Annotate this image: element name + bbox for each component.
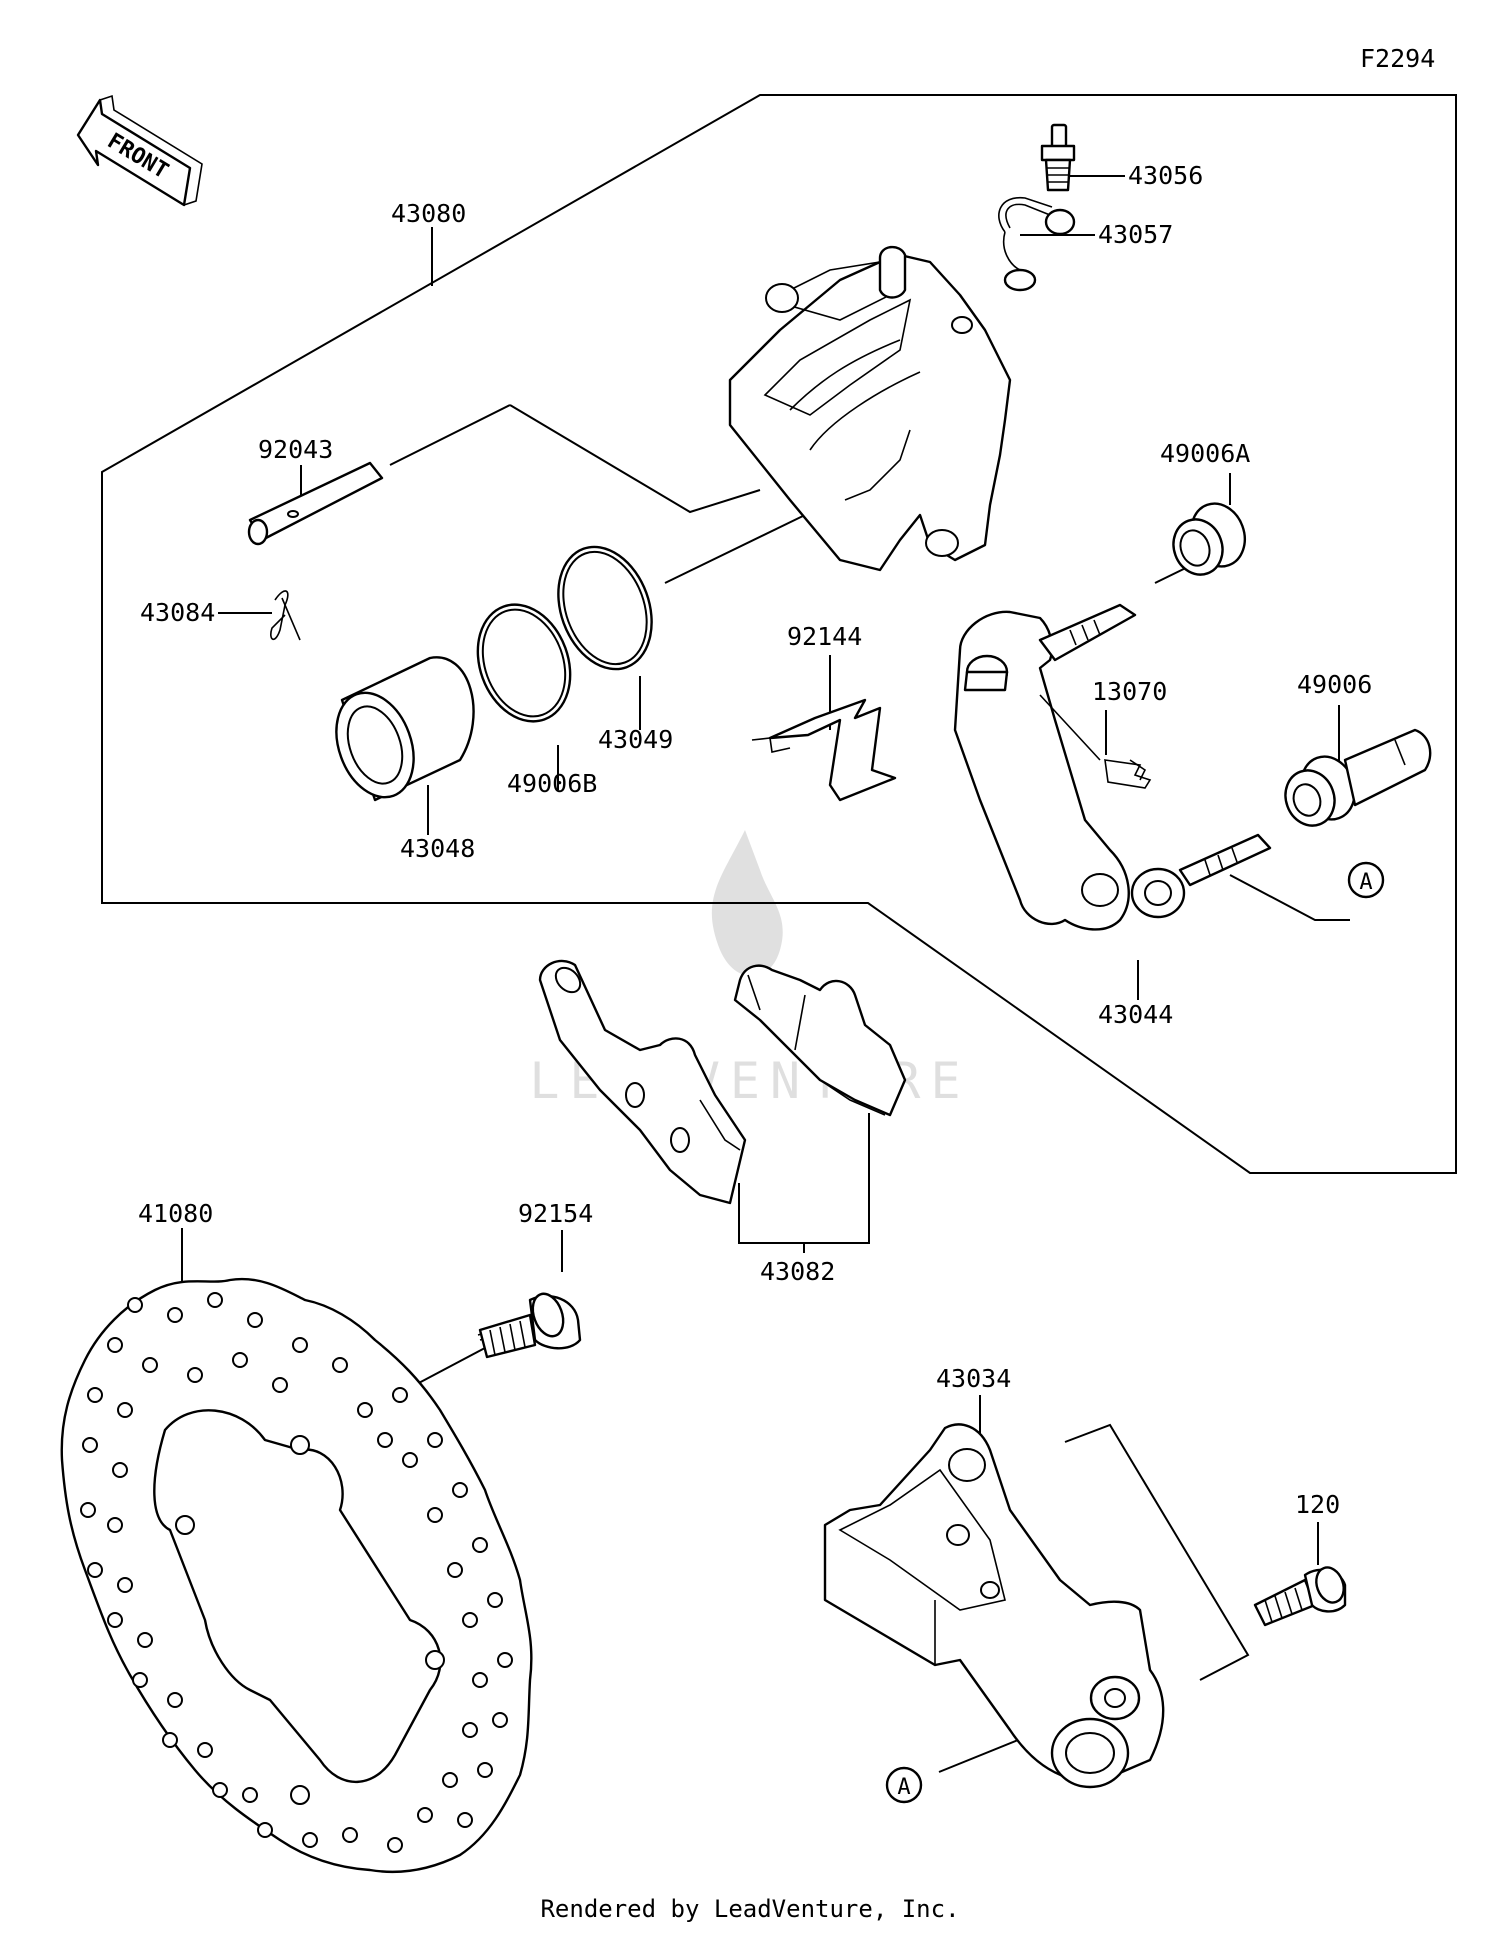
seal-49006B xyxy=(476,603,572,723)
label-92043: 92043 xyxy=(258,435,333,464)
boot-49006 xyxy=(1284,728,1432,827)
label-43044: 43044 xyxy=(1098,1000,1173,1029)
label-120: 120 xyxy=(1295,1490,1340,1519)
bleeder-valve-43056 xyxy=(1040,123,1076,192)
callout-a-lower: A xyxy=(885,1766,923,1804)
clip-43084 xyxy=(270,590,301,641)
label-13070: 13070 xyxy=(1092,677,1167,706)
caliper-bracket-43044 xyxy=(953,603,1272,931)
label-49006B: 49006B xyxy=(507,769,597,798)
bolt-120 xyxy=(1253,1566,1347,1627)
caliper-mount-43034 xyxy=(823,1423,1165,1789)
footer-credit: Rendered by LeadVenture, Inc. xyxy=(540,1895,960,1923)
piston-43048 xyxy=(335,656,475,802)
caliper-body-43080 xyxy=(728,245,1012,572)
label-43080: 43080 xyxy=(391,199,466,228)
callout-a-upper: A xyxy=(1347,861,1385,899)
leader-lines xyxy=(181,175,1350,1773)
bleeder-cap-43057 xyxy=(998,197,1076,292)
caliper-assembly-frame xyxy=(101,94,1457,1174)
part-labels: 43080 43056 43057 92043 49006A 43084 921… xyxy=(138,161,1372,1519)
seal-43049 xyxy=(557,545,653,671)
pin-92043 xyxy=(247,461,384,546)
figure-code: F2294 xyxy=(1360,44,1435,73)
label-43082: 43082 xyxy=(760,1257,835,1286)
bolt-92154 xyxy=(477,1292,582,1359)
label-49006A: 49006A xyxy=(1160,439,1250,468)
brake-pads-43082 xyxy=(538,959,907,1205)
label-43084: 43084 xyxy=(140,598,215,627)
label-92154: 92154 xyxy=(518,1199,593,1228)
label-43048: 43048 xyxy=(400,834,475,863)
label-49006: 49006 xyxy=(1297,670,1372,699)
brake-disc-41080 xyxy=(60,1277,533,1874)
disc-holes xyxy=(80,1292,513,1853)
pad-spring-92144 xyxy=(751,698,897,802)
front-arrow-icon: FRONT xyxy=(76,94,203,207)
boot-49006A xyxy=(1172,502,1246,576)
label-43056: 43056 xyxy=(1128,161,1203,190)
label-43049: 43049 xyxy=(598,725,673,754)
label-43034: 43034 xyxy=(936,1364,1011,1393)
callout-a-lower-label: A xyxy=(897,1775,910,1800)
clip-13070 xyxy=(1104,759,1152,789)
label-43057: 43057 xyxy=(1098,220,1173,249)
label-92144: 92144 xyxy=(787,622,862,651)
callout-a-upper-label: A xyxy=(1359,870,1372,895)
label-41080: 41080 xyxy=(138,1199,213,1228)
